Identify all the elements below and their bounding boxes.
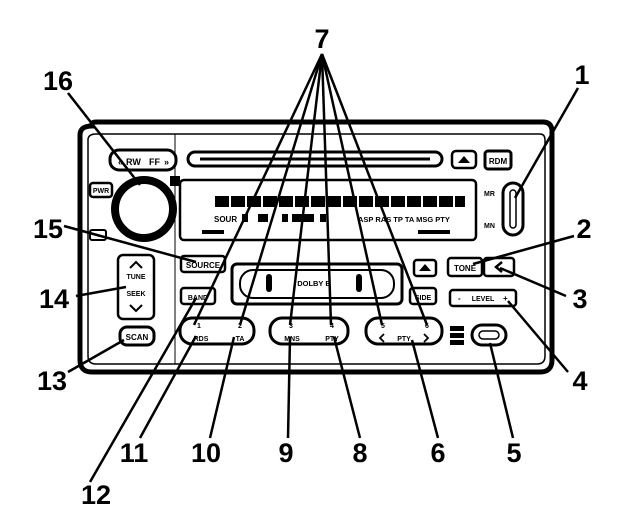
svg-text:-: -: [458, 294, 461, 303]
eject-icon: [458, 156, 470, 163]
tune-seek-rocker[interactable]: TUNE SEEK: [116, 253, 156, 321]
knob-indicator: [170, 176, 180, 186]
leader-lines: [63, 53, 580, 483]
display-mn-label: MN: [484, 223, 495, 230]
mns-label: MNS: [284, 336, 300, 343]
pwr-label: PWR: [93, 188, 109, 195]
preset-6-number: 6: [425, 323, 429, 330]
svg-text:»: »: [164, 157, 169, 167]
level-button[interactable]: - LEVEL +: [448, 288, 518, 308]
cassette-eject-button[interactable]: [412, 258, 438, 278]
tone-label: TONE: [454, 264, 477, 273]
callout-7: 7: [314, 24, 329, 54]
callout-2: 2: [576, 214, 591, 244]
pwr-button[interactable]: PWR: [88, 181, 114, 199]
dolby-logo: [450, 326, 464, 345]
preset-pty-seek-button[interactable]: 5 6 PTY: [364, 316, 444, 346]
source-button[interactable]: SOURCE: [179, 254, 227, 274]
volume-knob[interactable]: [111, 176, 177, 242]
callout-13: 13: [37, 366, 67, 396]
pty-next-icon: [423, 333, 430, 343]
level-label: LEVEL: [472, 296, 495, 303]
cd-eject-button[interactable]: [450, 149, 478, 170]
preset-2-number: 2: [238, 323, 242, 330]
display-mr-label: MR: [484, 191, 495, 198]
callout-6: 6: [430, 438, 445, 468]
seek-label: SEEK: [126, 291, 145, 298]
preset-rds-ta-button[interactable]: 1 2 RDS TA: [178, 316, 256, 346]
pty-prev-icon: [378, 333, 385, 343]
pty-seek-label: PTY: [397, 336, 411, 343]
pill-button[interactable]: [470, 323, 508, 347]
callout-4: 4: [572, 366, 587, 396]
display-source-text: SOUR: [214, 215, 237, 224]
callout-5: 5: [506, 438, 521, 468]
source-label: SOURCE: [186, 261, 221, 270]
cassette-label: DOLBY B: [297, 279, 331, 288]
tune-label: TUNE: [126, 274, 145, 281]
chevron-left-icon: [494, 261, 503, 273]
cassette-door: DOLBY B: [230, 262, 404, 306]
preset-4-number: 4: [330, 323, 334, 330]
band-label: BAND: [188, 295, 208, 302]
tone-button[interactable]: TONE: [446, 256, 484, 278]
callout-14: 14: [39, 284, 69, 314]
callout-3: 3: [572, 284, 587, 314]
rds-label: RDS: [194, 336, 209, 343]
cassette-eject-icon: [419, 264, 431, 271]
rdm-button[interactable]: RDM: [483, 149, 513, 171]
preset-5-number: 5: [381, 323, 385, 330]
callout-12: 12: [81, 480, 111, 510]
preset-3-number: 3: [289, 323, 293, 330]
callout-10: 10: [191, 438, 221, 468]
tune-up-icon: [129, 260, 143, 269]
callout-16: 16: [43, 66, 73, 96]
scan-button[interactable]: SCAN: [118, 325, 156, 347]
rdm-label: RDM: [489, 157, 508, 166]
callout-15: 15: [33, 214, 63, 244]
display-indicators: ASP RAS TP TA MSG PTY: [358, 215, 450, 224]
callout-9: 9: [278, 438, 293, 468]
scan-label: SCAN: [126, 333, 149, 342]
seek-down-icon: [129, 304, 143, 313]
callout-11: 11: [120, 438, 149, 468]
callout-1: 1: [574, 60, 589, 90]
preset-1-number: 1: [197, 323, 201, 330]
svg-text:+: +: [503, 294, 508, 303]
rw-label: RW: [126, 157, 141, 167]
preset-mns-pty-button[interactable]: 3 4 MNS PTY: [268, 316, 350, 346]
callout-8: 8: [352, 438, 367, 468]
radio-faceplate: [77, 119, 555, 375]
pty-label: PTY: [325, 336, 339, 343]
side-label: SIDE: [415, 295, 432, 302]
ff-label: FF: [149, 157, 160, 167]
segment-display: [215, 196, 465, 207]
ta-label: TA: [236, 336, 245, 343]
